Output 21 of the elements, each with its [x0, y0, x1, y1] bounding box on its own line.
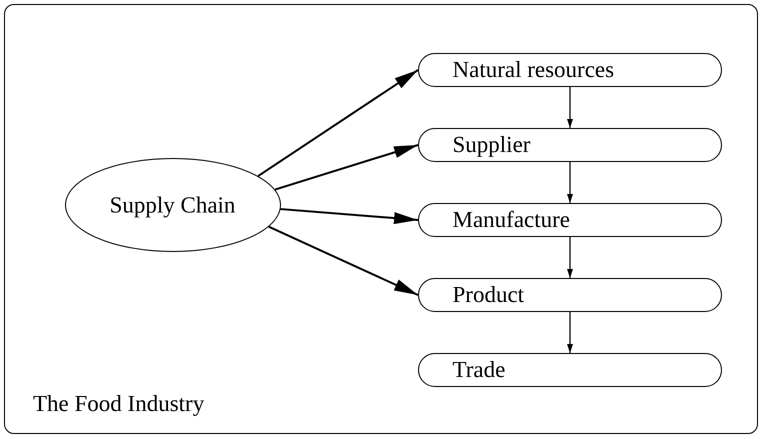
rounded-box: [418, 352, 722, 386]
arrow: [567, 312, 573, 353]
arrow: [567, 162, 573, 203]
arrow: [274, 144, 418, 191]
rounded-box: [418, 52, 722, 86]
rounded-box: [418, 128, 722, 162]
node-label: Supplier: [452, 132, 530, 156]
arrow: [567, 87, 573, 128]
rounded-box: [418, 202, 722, 236]
node-label: Natural resources: [452, 58, 614, 80]
rounded-box: [418, 278, 722, 312]
arrow: [258, 69, 419, 177]
node-label: Trade: [452, 358, 506, 380]
frame-box: [4, 4, 758, 434]
node-label: Supply Chain: [110, 193, 236, 216]
arrow: [280, 208, 418, 224]
arrow: [567, 237, 573, 278]
node-label: Manufacture: [452, 208, 570, 230]
node-label: The Food Industry: [33, 392, 204, 415]
node-label: Product: [452, 282, 524, 306]
arrow: [268, 226, 418, 296]
